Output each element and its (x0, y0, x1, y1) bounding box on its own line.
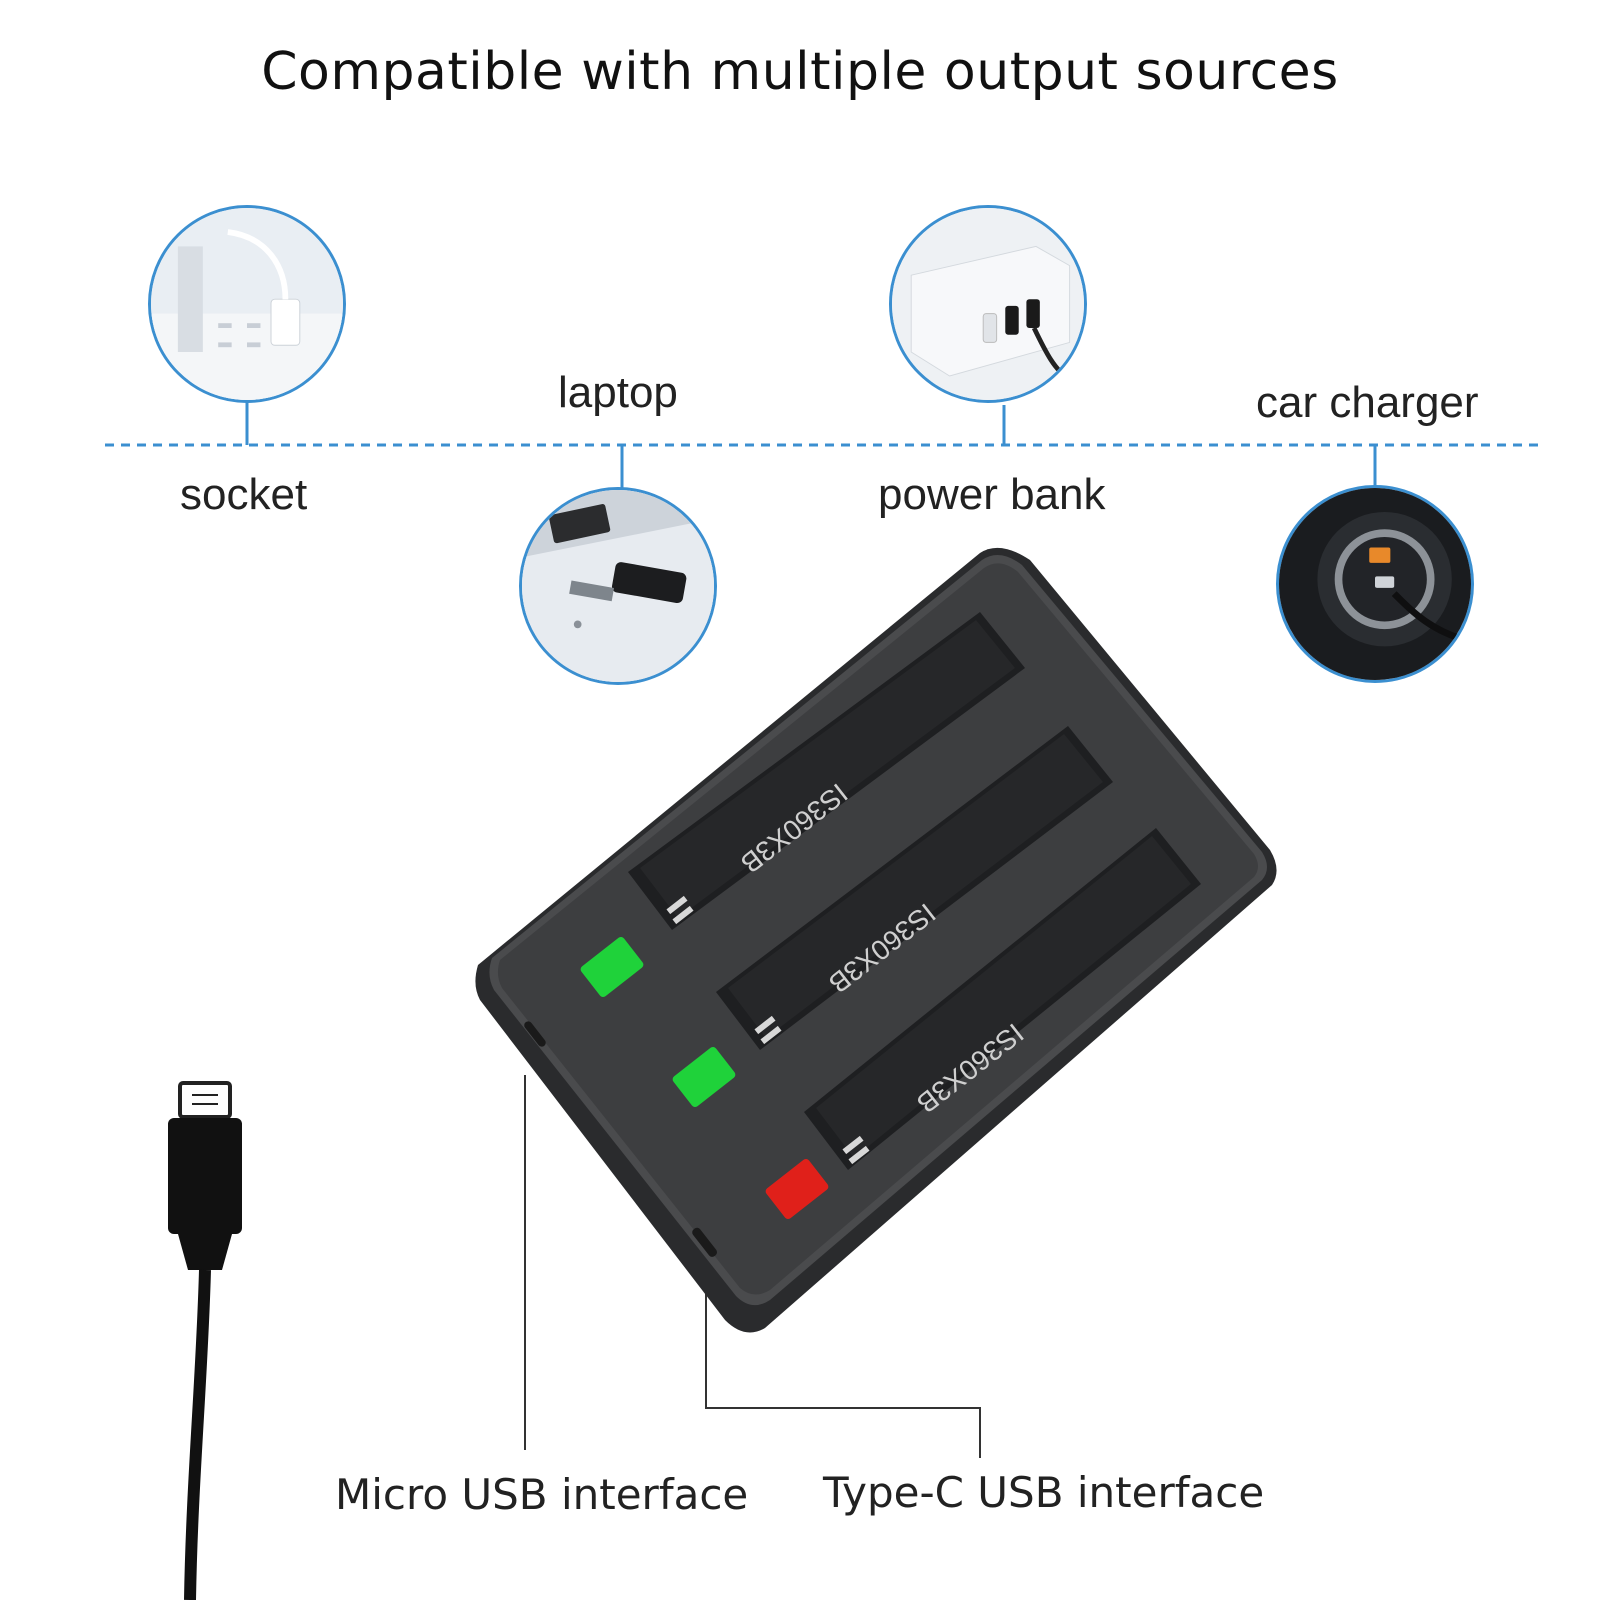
page-title: Compatible with multiple output sources (261, 42, 1339, 102)
type-c-leader-line (705, 1275, 981, 1458)
micro-usb-cable (168, 1081, 242, 1600)
power-bank-icon (892, 208, 1084, 400)
power-bank-label: power bank (878, 470, 1106, 519)
socket-label: socket (180, 470, 308, 519)
car-charger-label: car charger (1256, 378, 1479, 427)
type-c-interface-label: Type-C USB interface (823, 1468, 1265, 1517)
battery-slot-3 (765, 828, 1201, 1219)
laptop-photo (519, 487, 717, 685)
power-bank-photo (889, 205, 1087, 403)
laptop-label: laptop (558, 368, 678, 417)
socket-photo (148, 205, 346, 403)
battery-slot-2 (672, 726, 1113, 1107)
laptop-usb-port-icon (522, 490, 714, 682)
micro-usb-port (524, 1021, 546, 1047)
wall-socket-icon (151, 208, 343, 400)
micro-usb-interface-label: Micro USB interface (335, 1470, 749, 1519)
car-charger-photo (1276, 485, 1474, 683)
charge-indicator-led-2 (672, 1047, 736, 1107)
type-c-port (692, 1227, 718, 1257)
car-charger-icon (1279, 488, 1471, 680)
battery-slot-1 (580, 612, 1025, 997)
charge-indicator-led-3 (765, 1159, 829, 1219)
charge-indicator-led-1 (580, 937, 644, 997)
